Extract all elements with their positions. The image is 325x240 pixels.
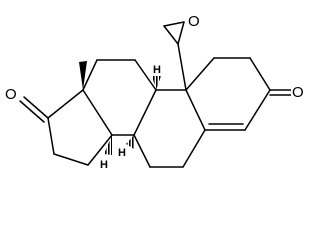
atom-o-epoxide: O [188, 13, 200, 30]
structure-canvas: O O O H H H [4, 13, 305, 171]
ring-c [82, 59, 157, 136]
h8-hash-bond [152, 76, 161, 90]
h9-hash-bond [126, 135, 134, 149]
steroid-structure: O O O H H H [4, 13, 305, 171]
atom-o17: O [5, 86, 17, 103]
atom-o3: O [292, 84, 304, 101]
ring-d [47, 89, 113, 166]
atom-h9: H [118, 147, 126, 159]
c10-epoxide-bond [177, 43, 187, 91]
c3-ketone [269, 89, 293, 96]
atom-h14: H [100, 159, 108, 171]
ring-b [133, 89, 206, 168]
epoxide-ring [163, 21, 185, 45]
c18-methyl-wedge [79, 61, 87, 90]
h14-hash-bond [104, 135, 112, 155]
ring-a [185, 57, 271, 131]
atom-h8: H [153, 64, 161, 76]
c17-ketone [19, 96, 49, 123]
